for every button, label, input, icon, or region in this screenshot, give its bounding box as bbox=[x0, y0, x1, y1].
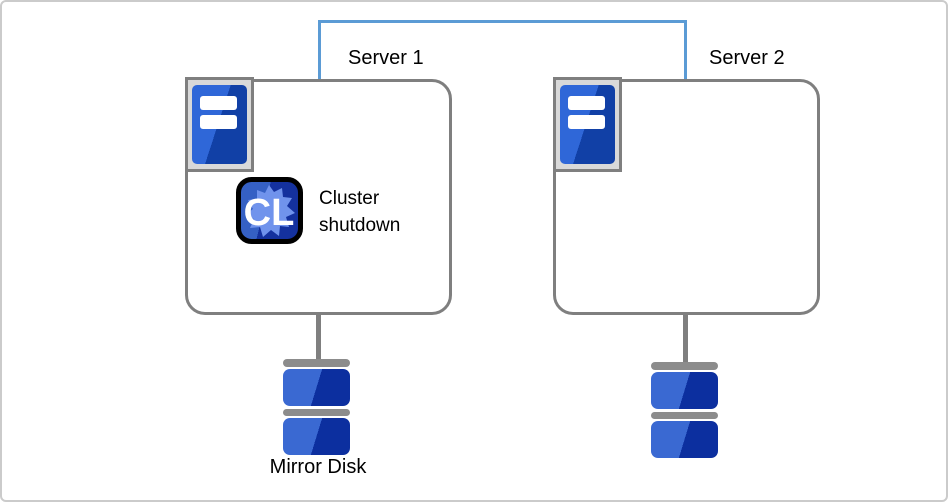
server1-disk-link-line bbox=[316, 313, 321, 361]
server2-mirror-disk-icon bbox=[651, 362, 718, 458]
mirror-disk-label: Mirror Disk bbox=[269, 456, 367, 478]
cluster-shutdown-label: Cluster shutdown bbox=[319, 188, 401, 236]
disk-platter bbox=[283, 418, 350, 455]
server2-tower-icon bbox=[553, 77, 622, 172]
disk-cap bbox=[651, 412, 718, 419]
server1-mirror-disk-icon bbox=[283, 359, 350, 455]
splash-shape bbox=[245, 185, 295, 237]
disk-cap bbox=[283, 409, 350, 416]
server2-label: Server 2 bbox=[709, 47, 785, 69]
disk-cap bbox=[651, 362, 718, 370]
disk-cap bbox=[283, 359, 350, 367]
disk-platter bbox=[283, 369, 350, 406]
interconnect-link-line bbox=[318, 20, 687, 80]
server-tower-body bbox=[560, 85, 615, 164]
disk-platter bbox=[651, 421, 718, 458]
server2-disk-link-line bbox=[683, 313, 688, 364]
drive-slot bbox=[200, 96, 237, 110]
server-tower-body bbox=[192, 85, 247, 164]
drive-slot bbox=[200, 115, 237, 129]
cl-badge-text: CL bbox=[244, 192, 295, 234]
cl-cluster-badge-icon: CL bbox=[235, 176, 304, 245]
server1-tower-icon bbox=[185, 77, 254, 172]
server1-label: Server 1 bbox=[348, 47, 424, 69]
disk-platter bbox=[651, 372, 718, 409]
drive-slot bbox=[568, 115, 605, 129]
drive-slot bbox=[568, 96, 605, 110]
